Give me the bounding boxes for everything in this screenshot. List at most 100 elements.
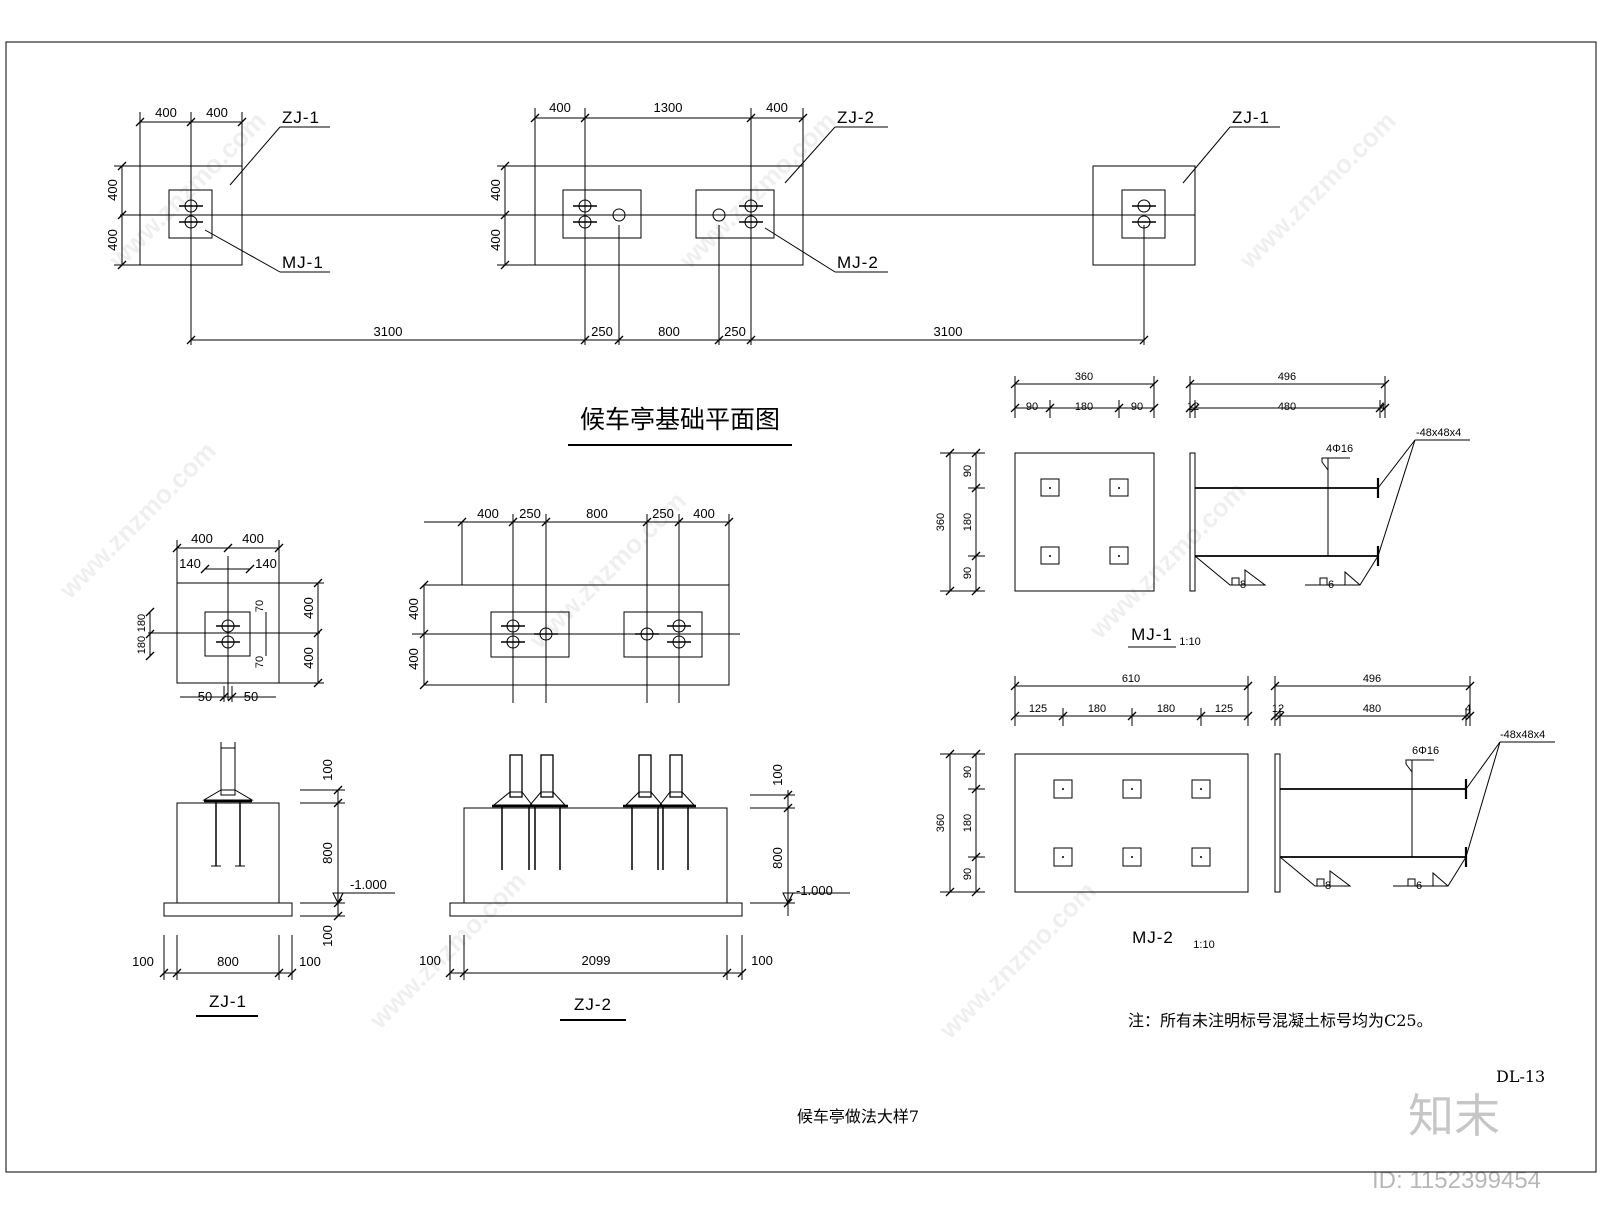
plan-label-zj1-right: ZJ-1 bbox=[1232, 108, 1270, 127]
mj2-dim-s2: 480 bbox=[1363, 703, 1381, 715]
mj1-dim-s-total: 496 bbox=[1278, 371, 1296, 383]
sheet-border bbox=[5, 41, 1597, 1173]
mj1-dim-h1: 90 bbox=[962, 465, 974, 477]
zj2-plan-dim-l2: 400 bbox=[406, 648, 421, 670]
mj1-detail: 360 90 180 90 360 90 180 90 MJ-1 1:10 49… bbox=[935, 371, 1470, 648]
mj1-dim-h-total: 360 bbox=[935, 513, 947, 531]
mj2-dim-w2: 180 bbox=[1088, 703, 1106, 715]
zj1-plan-dim-r3: 70 bbox=[254, 600, 266, 612]
zj1-plan-dim-t4: 140 bbox=[255, 556, 277, 571]
plan-label-zj2: ZJ-2 bbox=[837, 108, 875, 127]
mj2-dim-w1: 125 bbox=[1029, 703, 1047, 715]
zj1-sect-dim-h3: 100 bbox=[320, 925, 335, 947]
mj2-dim-w4: 125 bbox=[1215, 703, 1233, 715]
zj1-plan-dim-t1: 400 bbox=[191, 531, 213, 546]
watermark-text: www.znzmo.com bbox=[102, 106, 271, 275]
plan-dim-top-c: 400 bbox=[549, 100, 571, 115]
sheet-code: DL-13 bbox=[1496, 1067, 1545, 1086]
plan-dim-bottom-c: 800 bbox=[658, 324, 680, 339]
mj1-dim-s2: 480 bbox=[1278, 401, 1296, 413]
plan-dim-left-b: 400 bbox=[105, 229, 120, 251]
zj1-detail: 400 400 140 140 400 400 180 180 70 70 50… bbox=[132, 531, 395, 1017]
zj2-sect-dim-w3: 100 bbox=[751, 953, 773, 968]
mj1-weld2: 6 bbox=[1328, 579, 1334, 591]
plan-dim-bottom-b: 250 bbox=[591, 324, 613, 339]
mj1-scale: 1:10 bbox=[1179, 636, 1200, 648]
mj2-dim-h2: 180 bbox=[962, 814, 974, 832]
mj1-dim-h3: 90 bbox=[962, 567, 974, 579]
zj1-plan-dim-t3: 140 bbox=[179, 556, 201, 571]
plan-dim-left-a: 400 bbox=[105, 179, 120, 201]
plan-dim-left-c: 400 bbox=[488, 179, 503, 201]
general-note: 注：所有未注明标号混凝土标号均为C25。 bbox=[1128, 1011, 1433, 1030]
plan-dim-top-d: 1300 bbox=[654, 100, 683, 115]
plan-dim-top-b: 400 bbox=[206, 105, 228, 120]
zj2-detail: 400 250 800 250 400 400 400 100 bbox=[406, 506, 850, 1021]
zj2-plan-dim-t5: 400 bbox=[693, 506, 715, 521]
mj2-scale: 1:10 bbox=[1193, 939, 1214, 951]
plan-title: 候车亭基础平面图 bbox=[580, 405, 780, 434]
mj1-dim-h2: 180 bbox=[962, 513, 974, 531]
mj2-dim-s1: 12 bbox=[1272, 703, 1284, 715]
zj1-sect-dim-w2: 800 bbox=[217, 954, 239, 969]
zj1-sect-dim-h2: 800 bbox=[320, 842, 335, 864]
zj1-sect-dim-w1: 100 bbox=[132, 954, 154, 969]
mj2-dim-h3: 90 bbox=[962, 868, 974, 880]
mj2-weld1: 8 bbox=[1325, 880, 1331, 892]
watermark-brand: 知末 bbox=[1408, 1090, 1500, 1142]
plan-dim-bottom-a: 3100 bbox=[374, 324, 403, 339]
zj1-plan-dim-t2: 400 bbox=[242, 531, 264, 546]
watermark-id: ID: 1152399454 bbox=[1372, 1167, 1541, 1194]
mj1-rebar: 4Φ16 bbox=[1326, 443, 1353, 455]
plan-dim-top-a: 400 bbox=[155, 105, 177, 120]
zj1-label: ZJ-1 bbox=[209, 992, 247, 1011]
mj1-dim-w3: 90 bbox=[1131, 401, 1143, 413]
plan-dim-left-d: 400 bbox=[488, 229, 503, 251]
zj1-sect-elev: -1.000 bbox=[350, 877, 387, 892]
mj2-weld2: 6 bbox=[1416, 880, 1422, 892]
plan-label-zj1-left: ZJ-1 bbox=[282, 108, 320, 127]
watermark-text: www.znzmo.com bbox=[52, 436, 221, 605]
foundation-plan: 400 400 400 1300 400 400 400 400 400 310… bbox=[105, 100, 1280, 446]
mj2-dim-w3: 180 bbox=[1157, 703, 1175, 715]
zj2-sect-dim-w2: 2099 bbox=[582, 953, 611, 968]
zj2-sect-dim-h1: 100 bbox=[770, 764, 785, 786]
mj1-label: MJ-1 bbox=[1131, 625, 1173, 644]
zj1-plan-dim-b2: 50 bbox=[244, 689, 258, 704]
zj2-label: ZJ-2 bbox=[574, 995, 612, 1014]
watermark-text: www.znzmo.com bbox=[932, 876, 1101, 1045]
mj2-detail: 610 125 180 180 125 360 90 180 90 MJ-2 1… bbox=[935, 673, 1555, 951]
mj2-dim-s3: 4 bbox=[1465, 703, 1471, 715]
zj2-sect-elev: -1.000 bbox=[796, 883, 833, 898]
mj2-dim-h-total: 360 bbox=[935, 814, 947, 832]
watermark-text: www.znzmo.com bbox=[1082, 476, 1251, 645]
mj1-dim-w1: 90 bbox=[1026, 401, 1038, 413]
zj2-pad bbox=[534, 165, 804, 266]
plan-dim-bottom-e: 3100 bbox=[934, 324, 963, 339]
zj1-sect-dim-w3: 100 bbox=[299, 954, 321, 969]
zj2-plan-dim-l1: 400 bbox=[406, 598, 421, 620]
zj2-sect-dim-w1: 100 bbox=[419, 953, 441, 968]
mj2-dim-w-total: 610 bbox=[1122, 673, 1140, 685]
mj2-label: MJ-2 bbox=[1132, 928, 1174, 947]
watermark-layer: www.znzmo.com www.znzmo.com www.znzmo.co… bbox=[52, 106, 1401, 1045]
zj1-plan-dim-l2: 180 bbox=[136, 636, 148, 654]
zj2-plan-dim-t1: 400 bbox=[477, 506, 499, 521]
mj1-angle: -48x48x4 bbox=[1416, 427, 1461, 439]
zj1-plan-dim-r1: 400 bbox=[301, 597, 316, 619]
mj1-dim-w-total: 360 bbox=[1075, 371, 1093, 383]
watermark-text: www.znzmo.com bbox=[1232, 106, 1401, 275]
mj1-dim-w2: 180 bbox=[1075, 401, 1093, 413]
mj2-dim-s-total: 496 bbox=[1363, 673, 1381, 685]
mj1-dim-s3: 4 bbox=[1379, 401, 1385, 413]
mj1-weld1: 8 bbox=[1240, 579, 1246, 591]
zj1-plan-dim-r2: 400 bbox=[301, 647, 316, 669]
mj2-rebar: 6Φ16 bbox=[1412, 745, 1439, 757]
zj2-plan-dim-t3: 800 bbox=[586, 506, 608, 521]
sheet-caption: 候车亭做法大样7 bbox=[797, 1107, 919, 1126]
zj1-plan-dim-l1: 180 bbox=[136, 614, 148, 632]
mj2-dim-h1: 90 bbox=[962, 766, 974, 778]
watermark-text: www.znzmo.com bbox=[362, 866, 531, 1035]
